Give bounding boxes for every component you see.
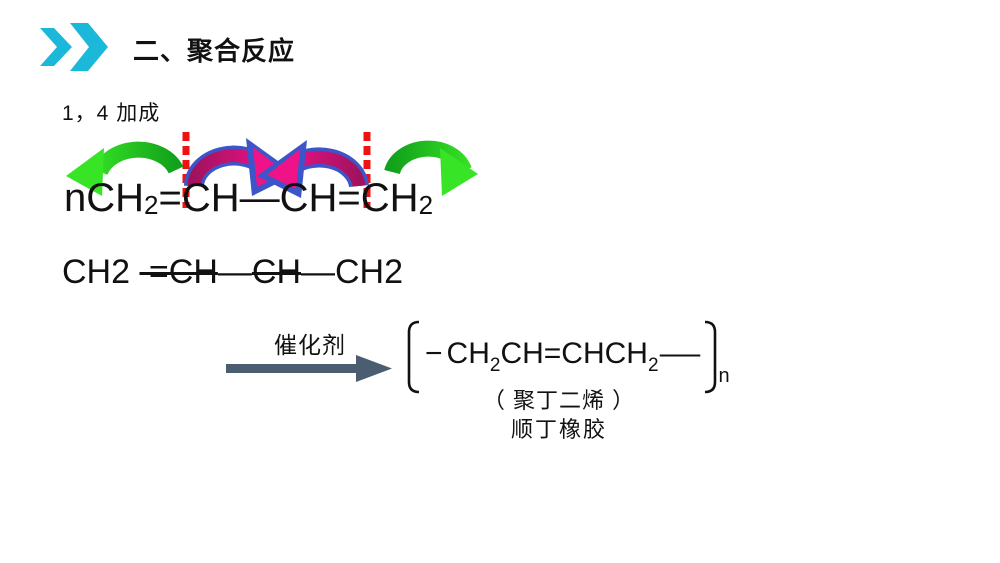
curved-arrows-converging-magenta-icon xyxy=(184,138,369,198)
monomer-ch2-right: CH xyxy=(360,176,419,220)
monomer-ch-left: CH xyxy=(181,176,240,220)
intermediate-broken-bond-right: CH xyxy=(251,253,301,291)
polymer-formula: −CH2CH=CHCH2— n xyxy=(406,318,730,396)
monomer-double-bond-left: = xyxy=(158,176,182,220)
polymer-subscript-n: n xyxy=(718,365,730,387)
polymer-mid: CH=CHCH xyxy=(500,337,648,370)
polymer-close-bond: — xyxy=(659,337,700,370)
polymer-sub-right: 2 xyxy=(647,355,659,376)
polymer-bracket-right-icon xyxy=(704,320,716,394)
intermediate-bond-mid: — xyxy=(217,253,252,291)
polymer-chain-text: −CH2CH=CHCH2— xyxy=(423,337,701,377)
catalyst-label: 催化剂 xyxy=(274,332,346,358)
monomer-ch-right: CH xyxy=(279,176,338,220)
electron-shift-arrows-graphic xyxy=(66,132,478,208)
polymer-sub-left: 2 xyxy=(489,355,501,376)
double-chevron-right-icon xyxy=(40,23,108,71)
product-names: （ 聚丁二烯 ） 顺丁橡胶 xyxy=(424,386,694,444)
polymer-ch2-left: CH xyxy=(446,337,490,370)
monomer-single-bond: — xyxy=(239,176,280,220)
intermediate-broken-bond-left: =CH xyxy=(139,253,218,291)
addition-type-label: 1，4 加成 xyxy=(62,102,161,125)
monomer-double-bond-right: = xyxy=(337,176,361,220)
monomer-formula: nCH2=CH—CH=CH2 xyxy=(64,176,433,227)
monomer-ch2-left: CH xyxy=(86,176,145,220)
slide-title: 二、聚合反应 xyxy=(133,36,296,66)
intermediate-ch2-left: CH2 xyxy=(62,253,140,291)
monomer-sub-right: 2 xyxy=(418,190,434,220)
curved-arrow-right-green-icon xyxy=(384,140,478,196)
product-name-common: 顺丁橡胶 xyxy=(510,417,607,442)
intermediate-formula: CH2 =CH—CH—CH2 xyxy=(62,252,403,292)
monomer-sub-left: 2 xyxy=(144,190,159,220)
intermediate-ch2-right: —CH2 xyxy=(301,253,404,291)
product-name-parenthetical: （ 聚丁二烯 ） xyxy=(482,388,636,413)
monomer-coefficient: n xyxy=(64,176,87,220)
curved-arrow-left-green-icon xyxy=(66,141,184,196)
reaction-arrow-icon xyxy=(226,355,392,382)
polymer-bracket-left-icon xyxy=(407,320,420,394)
polymer-open-bond: − xyxy=(425,337,443,370)
